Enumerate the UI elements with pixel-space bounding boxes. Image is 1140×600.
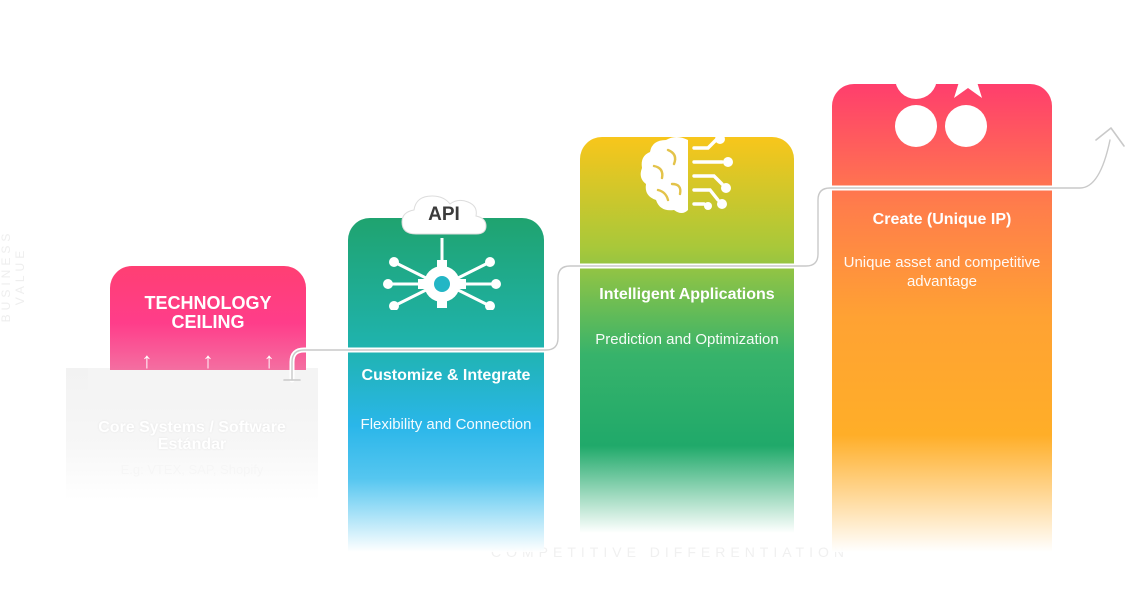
api-label: API xyxy=(428,204,460,225)
core-systems-subtitle: E.g: VTEX, SAP, Shopify xyxy=(120,462,264,477)
core-systems-title: Core Systems / Software Estándar xyxy=(98,419,286,453)
create-unique-ip-column: Create (Unique IP) Unique asset and comp… xyxy=(832,84,1052,552)
technology-ceiling-column: TECHNOLOGY CEILING ↑ ↑ ↑ xyxy=(110,266,306,373)
x-axis-label: COMPETITIVE DIFFERENTIATION xyxy=(491,544,849,560)
ceiling-arrows-icon: ↑ ↑ ↑ xyxy=(141,348,297,373)
create-unique-ip-subtitle: Unique asset and competitive advantage xyxy=(843,254,1041,290)
customize-integrate-title: Customize & Integrate xyxy=(361,367,531,384)
intelligent-applications-subtitle: Prediction and Optimization xyxy=(595,331,779,348)
api-cloud-icon: API xyxy=(398,190,490,240)
technology-ceiling-title: TECHNOLOGY CEILING xyxy=(144,293,272,332)
core-systems-box-top xyxy=(88,368,318,402)
circles-star-icon xyxy=(892,54,992,150)
brain-circuit-icon xyxy=(638,134,742,218)
create-unique-ip-title: Create (Unique IP) xyxy=(872,211,1012,228)
gear-network-icon xyxy=(382,238,502,310)
customize-integrate-subtitle: Flexibility and Connection xyxy=(360,416,532,433)
intelligent-applications-title: Intelligent Applications xyxy=(599,286,775,303)
